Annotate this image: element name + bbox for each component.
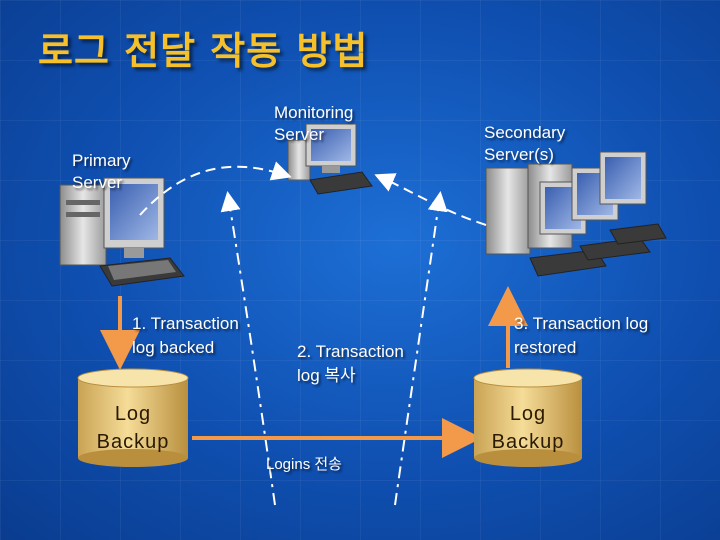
monitoring-server-icon: [287, 123, 373, 195]
left-disk-label: Log Backup: [96, 403, 170, 453]
primary-server-label: Primary Server: [72, 151, 131, 192]
logins-transfer-arch: [220, 191, 276, 506]
slide-title: 로그 전달 작동 방법: [38, 29, 369, 73]
step3-label: 3. Transaction log restored: [514, 314, 649, 357]
monitoring-server-label: Monitoring Server: [274, 103, 354, 144]
step1-label: 1. Transaction log backed: [132, 314, 239, 357]
primary-server-icon: [59, 177, 185, 287]
right-disk-label: Log Backup: [491, 403, 565, 453]
secondary-server-label: Secondary Server(s): [484, 123, 566, 164]
left-log-backup-disk: [77, 368, 189, 467]
logins-transfer-arch-right: [394, 191, 448, 506]
secondary-servers-icon: [485, 151, 667, 277]
logins-transfer-label: Logins 전송: [266, 456, 342, 473]
secondary-to-monitoring-arrow: [374, 173, 487, 226]
step2-label: 2. Transaction log 복사: [297, 342, 404, 385]
primary-to-monitoring-arrow: [139, 161, 292, 216]
right-log-backup-disk: [473, 368, 583, 467]
